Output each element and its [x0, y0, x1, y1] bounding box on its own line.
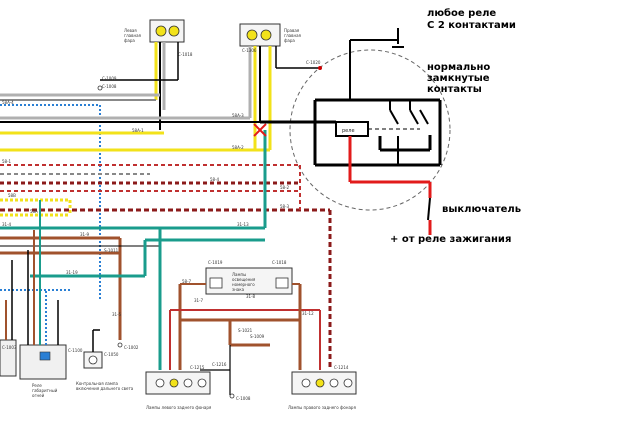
wire-label-10: 31-13 [237, 222, 249, 227]
wire-label-22: 58-7 [182, 279, 192, 284]
right-headlamp-label-3: фара [284, 38, 295, 43]
plate-lamps-label-1: Лампы [232, 272, 246, 277]
control-lamp-label-2: включения дальнего света [76, 386, 134, 391]
wire-label-12: 31-9 [80, 232, 90, 237]
side-relay-label-2: габаритный [32, 388, 58, 393]
wire-label-14: 58B [8, 193, 16, 198]
wire-label-16: S-1011 [104, 248, 119, 253]
right-headlamp: Правая главная фара [239, 23, 302, 47]
annotation-nc-3: контакты [427, 84, 482, 95]
connector-label-3: C-1018 [178, 52, 193, 57]
relay-coil-label: реле [342, 128, 355, 134]
connector-label-16: C-1003 [2, 345, 17, 350]
left-rear-lamp: Лампы левого заднего фонаря [145, 371, 212, 410]
wire-label-5: 58-4 [210, 177, 220, 182]
wire-label-18: S-1009 [250, 334, 265, 339]
connector-label-9: C-1215 [190, 365, 205, 370]
annotation-ignition: + от реле зажигания [390, 234, 511, 245]
wire-label-21: 31-12 [302, 311, 314, 316]
left-headlamp-label-2: главная [124, 33, 142, 38]
connector-label-13: C-1019 [208, 260, 223, 265]
wire-label-13: 31-4 [2, 222, 12, 227]
connector-label-4: C-1306 [242, 48, 257, 53]
connector-label-15: C-1050 [104, 352, 119, 357]
wire-label-7: 58-1 [2, 159, 12, 164]
wire-label-9: 31-5 [112, 312, 122, 317]
right-headlamp-label-2: главная [284, 33, 302, 38]
wire-label-4: 58A-4 [2, 100, 14, 105]
annotation-relay-2: С 2 контактами [427, 20, 516, 31]
wire-label-3: 58A-2 [232, 145, 244, 150]
side-relay-label-1: Реле [32, 383, 42, 388]
left-headlamp-label-3: фара [124, 38, 135, 43]
plate-lamps-label-4: знака [232, 287, 245, 292]
wire-label-17: S-1021 [238, 328, 253, 333]
wire-label-8: 58-3 [280, 204, 290, 209]
connector-label-2: C-1008 [102, 84, 117, 89]
annotation-relay-1: любое реле [427, 7, 496, 19]
right-rear-lamp: Лампы правого заднего фонаря [288, 371, 357, 410]
left-headlamp: Левая главная фара [124, 19, 185, 43]
left-headlamp-label-1: Левая [124, 28, 137, 33]
connector-label-12: C-1008 [236, 396, 251, 401]
wire-label-20: 31-8 [246, 294, 256, 299]
connector-label-11: C-1214 [334, 365, 349, 370]
plate-lamps-label-2: освещения [232, 277, 256, 282]
connector-label-5: C-1020 [306, 60, 321, 65]
plate-lamps-label-3: номерного [232, 282, 255, 287]
side-light-relay: Реле габаритный огней C-1100 [19, 200, 83, 398]
cut-mark [253, 123, 267, 137]
wire-label-19: 31-7 [194, 298, 204, 303]
wire-label-6: 58-2 [280, 185, 290, 190]
control-lamp: Контрольная лампа включения дальнего све… [76, 329, 134, 391]
annotation-nc-1: нормально [427, 62, 490, 73]
left-edge-box: C-1003 [0, 260, 17, 377]
relay-detail: реле [260, 28, 442, 235]
connector-label-10: C-1216 [212, 362, 227, 367]
wire-label-11: 31-19 [66, 270, 78, 275]
rear-lamp-wires [158, 228, 321, 395]
connector-label-17: C-1002 [124, 345, 139, 350]
side-relay-label-3: огней [32, 393, 45, 398]
connector-label-8: C-1100 [68, 348, 83, 353]
relay-zoom-circle [289, 49, 451, 211]
connector-label-14: C-1018 [272, 260, 287, 265]
wire-label-2: 58A-1 [132, 128, 144, 133]
wire-label-1: 58A-3 [232, 113, 244, 118]
annotation-nc-2: замкнутые [427, 73, 490, 84]
right-rear-lamp-label: Лампы правого заднего фонаря [288, 405, 356, 410]
left-rear-lamp-label: Лампы левого заднего фонаря [146, 405, 212, 410]
wire-label-15: 58A [30, 209, 38, 214]
connector-label-1: C-1009 [102, 76, 117, 81]
control-lamp-label-1: Контрольная лампа [76, 381, 119, 386]
wire-bus [0, 93, 332, 370]
right-headlamp-label-1: Правая [284, 28, 300, 33]
plate-lamps: Лампы освещения номерного знака [180, 267, 300, 295]
annotation-switch: выключатель [442, 204, 521, 215]
headlamp-wires [100, 42, 322, 150]
